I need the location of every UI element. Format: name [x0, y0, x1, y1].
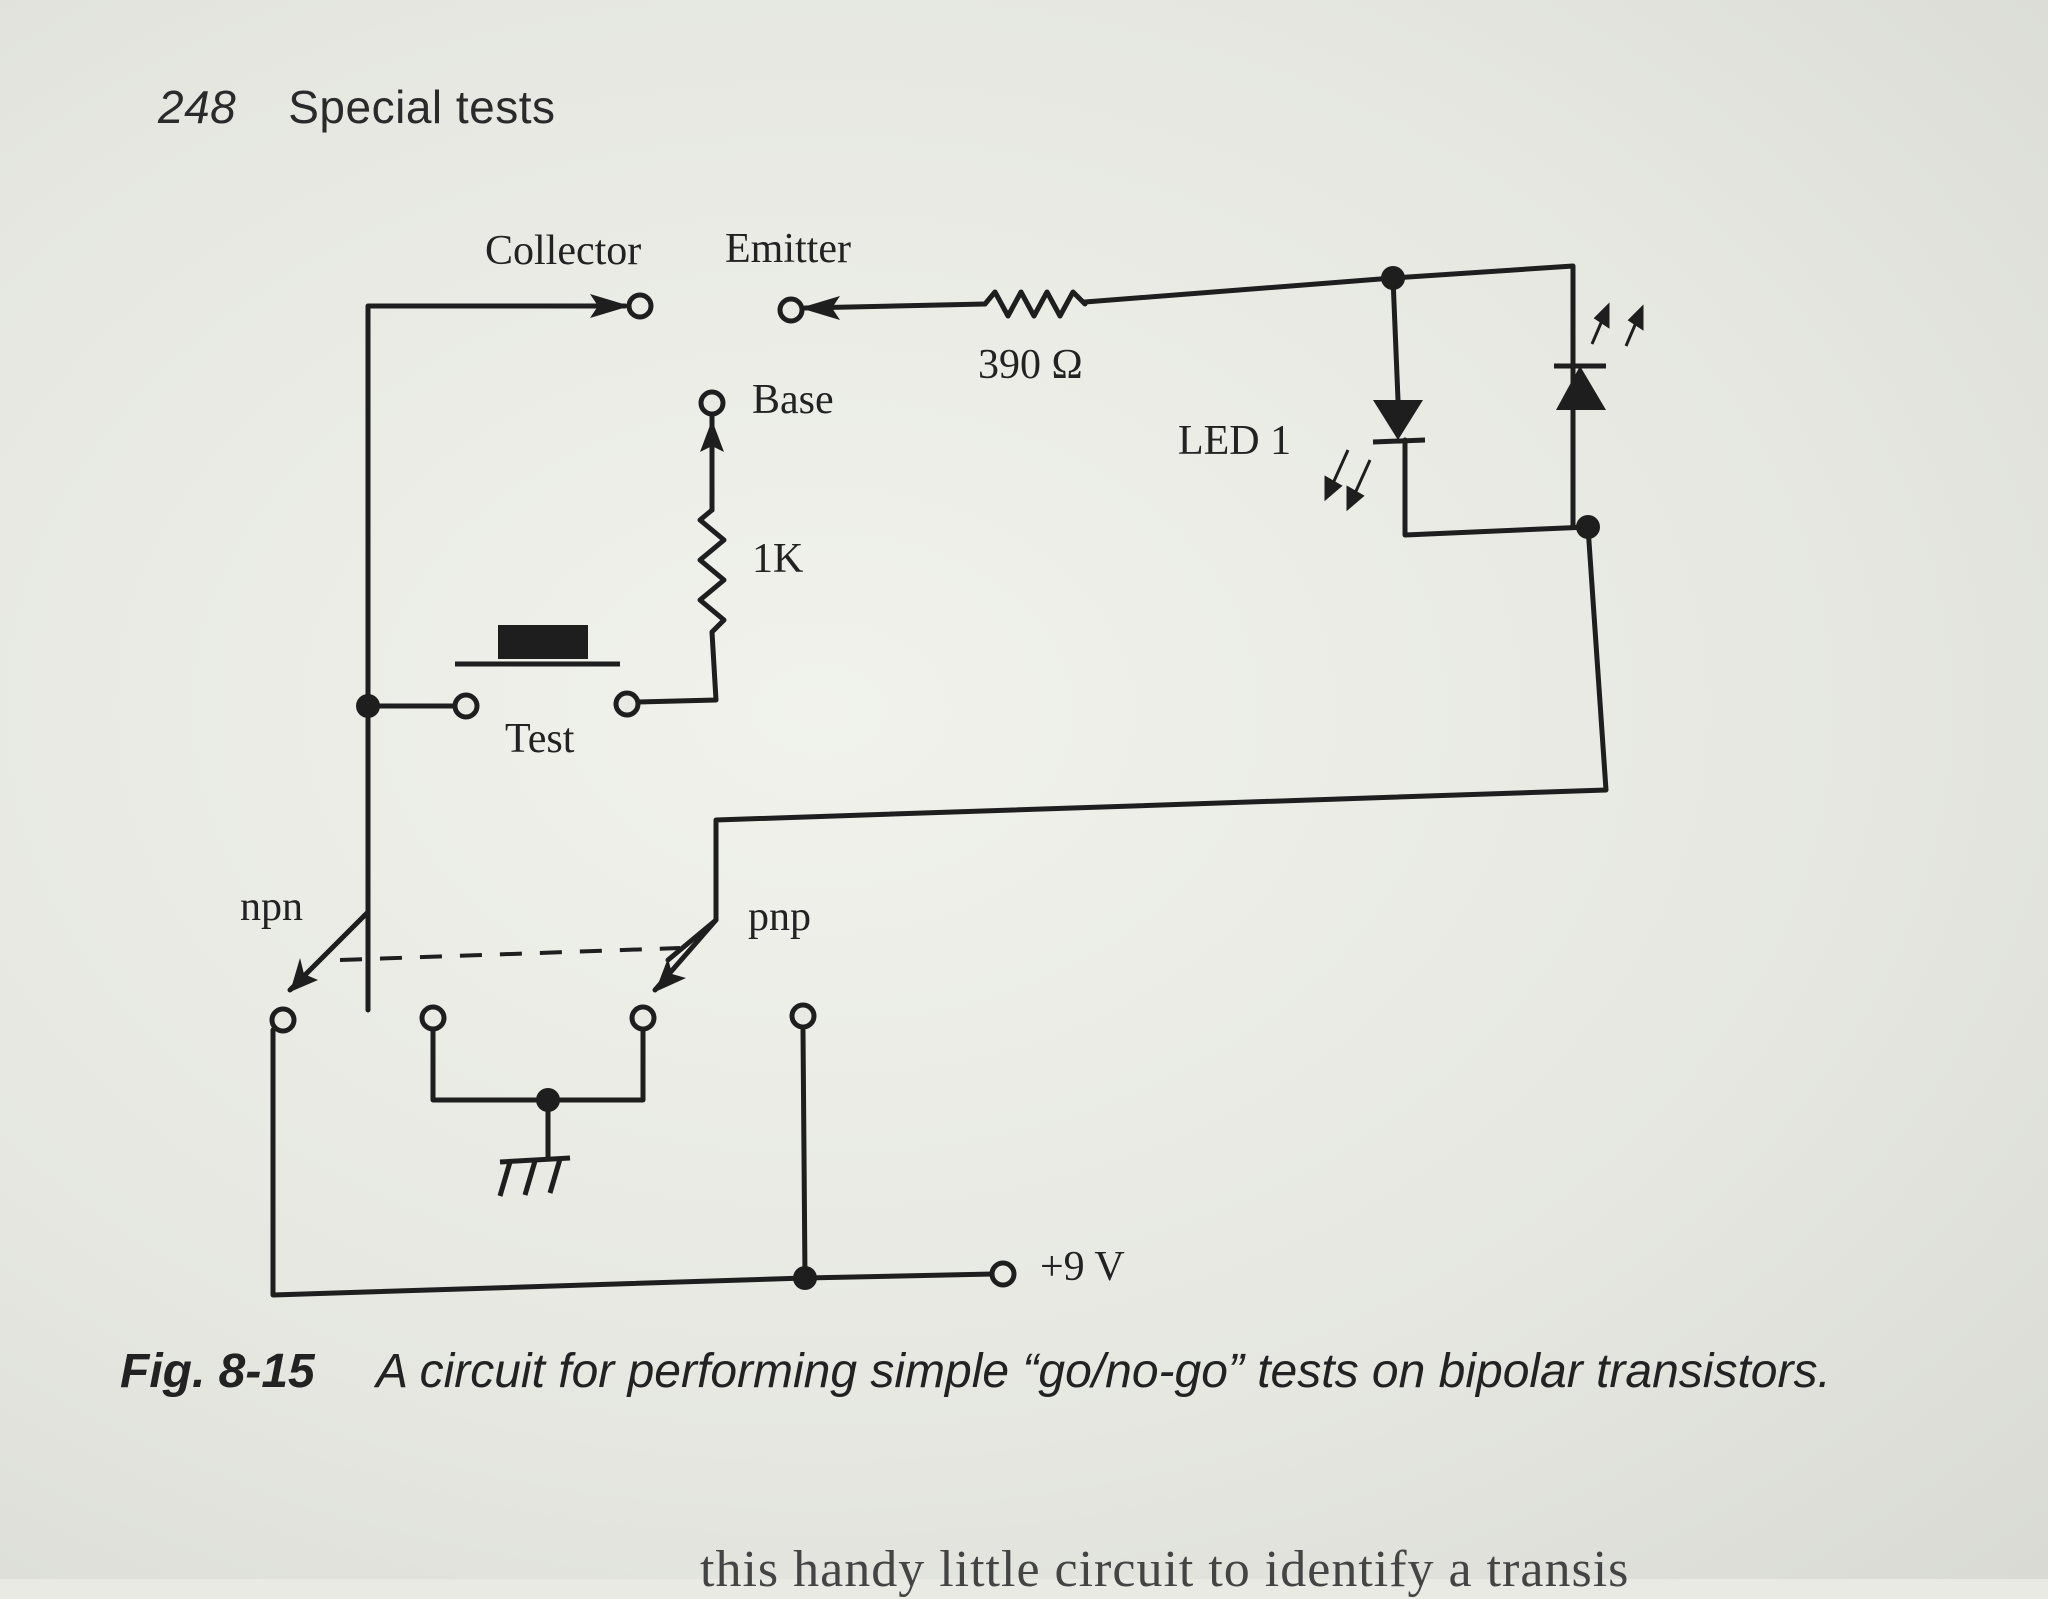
led1-diode	[1372, 400, 1426, 445]
collector-arrow	[590, 294, 630, 318]
test-terminal-right	[613, 690, 641, 718]
npn-terminal-2	[419, 1004, 447, 1032]
junction-dot	[536, 1088, 560, 1112]
test-label: Test	[505, 716, 575, 762]
supply-label: +9 V	[1040, 1244, 1125, 1290]
led1-light-arrows	[1324, 449, 1372, 512]
wire-ground	[430, 1027, 646, 1103]
wire-pnp-supply	[800, 1027, 996, 1281]
junction-dot	[1576, 515, 1600, 539]
npn-arrow	[290, 958, 318, 992]
caption-text: A circuit for performing simple “go/no-g…	[376, 1345, 1831, 1398]
junction-dot	[793, 1266, 817, 1290]
base-label: Base	[752, 377, 834, 423]
junction-dot	[356, 694, 380, 718]
collector-terminal	[626, 292, 654, 320]
npn-terminal-1	[269, 1006, 297, 1034]
body-text-partial: this handy little circuit to identify a …	[700, 1541, 1630, 1598]
wire-led1-branch	[1390, 275, 1401, 403]
collector-label: Collector	[485, 228, 641, 274]
base-terminal	[698, 389, 726, 417]
emitter-arrow	[800, 296, 840, 320]
pnp-terminal-2	[789, 1002, 817, 1030]
supply-terminal	[989, 1260, 1017, 1288]
test-push-button	[498, 625, 588, 659]
emitter-terminal	[777, 296, 805, 324]
junction-dot	[1381, 266, 1405, 290]
base-arrow	[700, 420, 724, 452]
detector-light-arrows	[1590, 302, 1644, 347]
resistor-1k-label: 1K	[752, 536, 803, 582]
led-label: LED 1	[1178, 418, 1291, 464]
emitter-label: Emitter	[725, 226, 851, 272]
pnp-label: pnp	[748, 894, 811, 940]
detector-diode	[1554, 363, 1606, 410]
ganged-link	[339, 946, 681, 962]
page-header: 248 Special tests	[158, 80, 556, 134]
figure-number: Fig. 8-15	[120, 1345, 315, 1398]
section-title: Special tests	[288, 81, 556, 133]
wire-right-down	[665, 524, 1609, 963]
page-number: 248	[158, 81, 237, 133]
pnp-terminal-1	[629, 1004, 657, 1032]
test-terminal-left	[452, 692, 480, 720]
resistor-1k	[635, 507, 727, 705]
pnp-arrow	[655, 958, 686, 992]
wire-collector	[365, 303, 628, 1013]
ground-symbol	[497, 1140, 571, 1197]
npn-label: npn	[240, 884, 303, 930]
wire-emitter	[802, 301, 988, 311]
wire-bottom	[270, 1027, 808, 1298]
resistor-390	[982, 289, 1088, 319]
resistor-390-label: 390 Ω	[978, 342, 1083, 388]
wire-led1-bottom	[1402, 437, 1591, 538]
